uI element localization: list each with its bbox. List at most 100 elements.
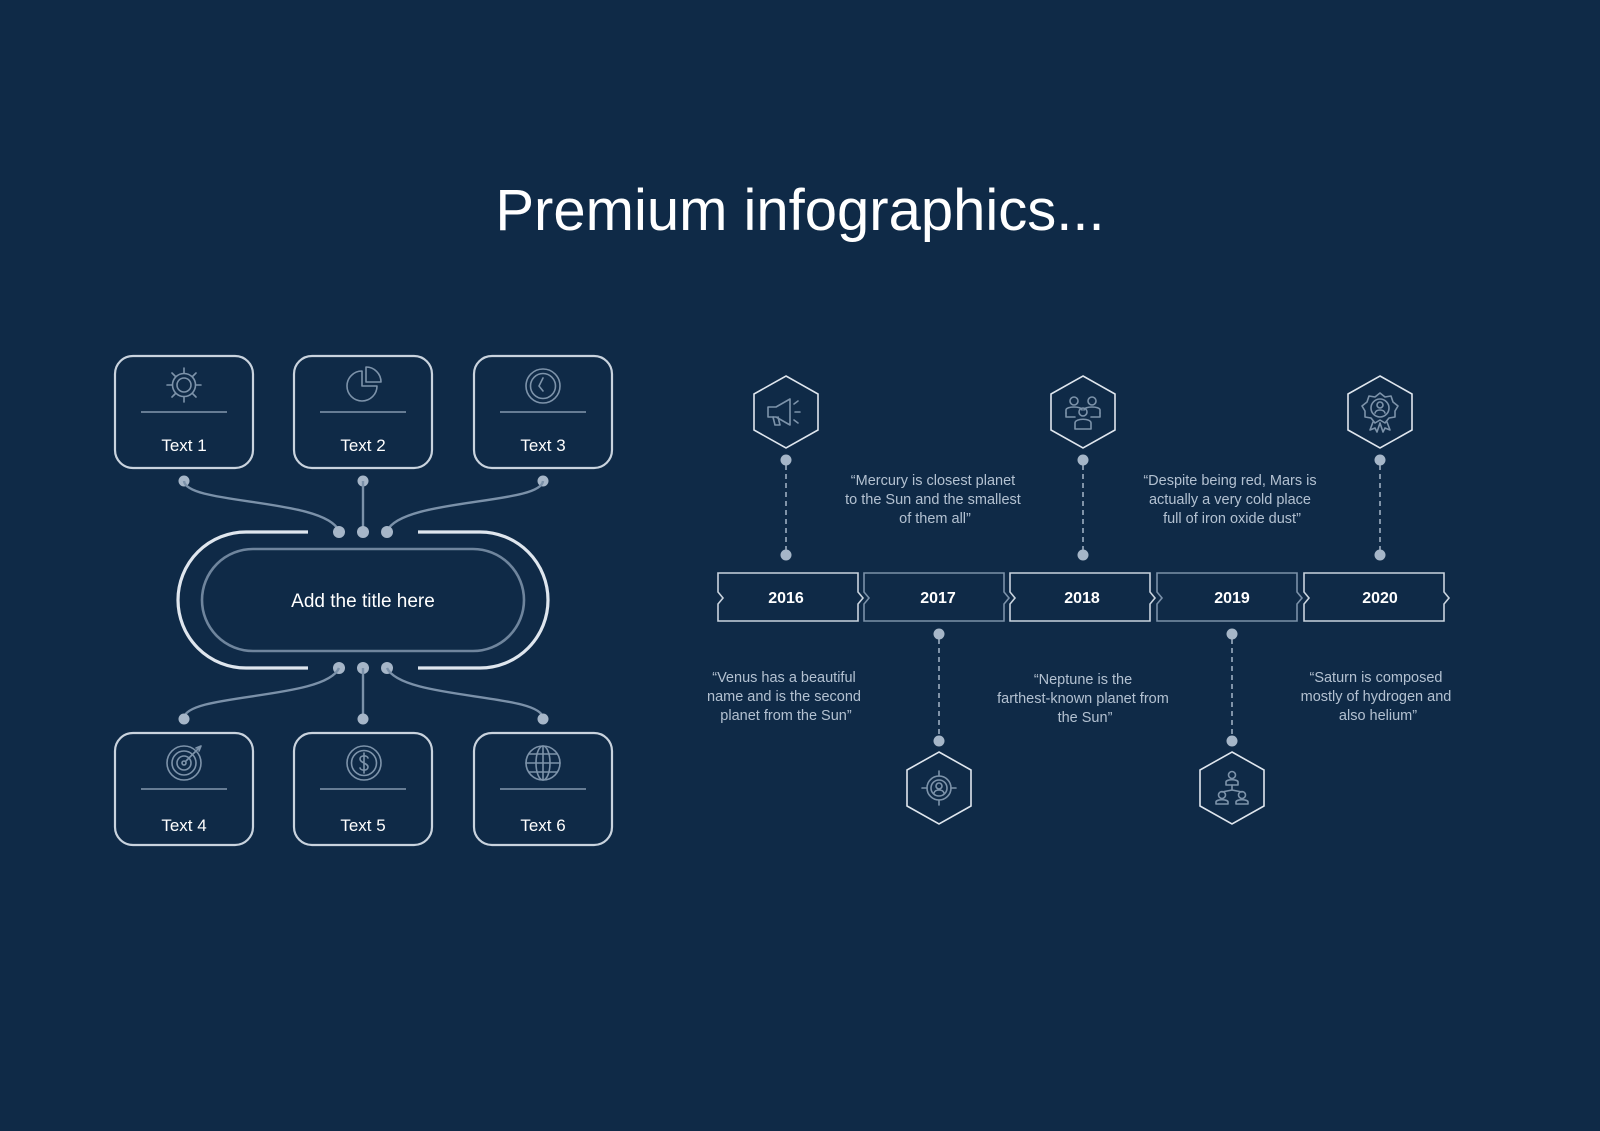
quote-line: “Despite being red, Mars is [1143, 473, 1316, 489]
year-tag-frame [1009, 572, 1157, 622]
hub-top-box-2: Text 2 [292, 354, 434, 470]
year-label: 2017 [920, 590, 956, 607]
target-icon [166, 745, 202, 781]
box-frame [292, 354, 434, 470]
quote-line: “Saturn is composed [1309, 670, 1442, 686]
center-outer-right [418, 530, 550, 670]
page-title: Premium infographics... [495, 178, 1104, 243]
quote-line: actually a very cold place [1149, 492, 1311, 508]
timeline-tag-2016: 2016 [717, 572, 865, 622]
connector-dot [357, 713, 369, 725]
connector-dot [780, 454, 792, 466]
milestone-quote: “Venus has a beautiful name and is the s… [707, 670, 865, 724]
clock-icon [525, 368, 561, 404]
connector-dot [1226, 628, 1238, 640]
connector-dot [1226, 735, 1238, 747]
milestone-2016: “Venus has a beautiful name and is the s… [707, 375, 865, 724]
hub-bottom-box-6: Text 6 [472, 731, 614, 847]
connector-dot [357, 526, 369, 538]
quote-line: “Mercury is closest planet [851, 473, 1015, 489]
year-label: 2016 [768, 590, 804, 607]
connector-line [385, 480, 545, 532]
connector-line [182, 667, 341, 719]
timeline-tag-2020: 2020 [1303, 572, 1451, 622]
milestone-quote: “Neptune is the farthest-known planet fr… [997, 672, 1173, 726]
year-tag-frame [1303, 572, 1451, 622]
box-label: Text 5 [340, 816, 385, 835]
hexagon-frame [753, 375, 819, 449]
quote-line: of them all” [899, 511, 971, 527]
box-label: Text 6 [520, 816, 565, 835]
hexagon-frame [1050, 375, 1116, 449]
dollar-coin-icon [346, 745, 382, 781]
hub-bottom-box-5: Text 5 [292, 731, 434, 847]
year-label: 2020 [1362, 590, 1398, 607]
year-label: 2018 [1064, 590, 1100, 607]
hub-bottom-connectors [178, 662, 549, 725]
hub-center: Add the title here [176, 530, 550, 670]
connector-dot [178, 713, 190, 725]
quote-line: “Neptune is the [1034, 672, 1132, 688]
year-tag-frame [863, 572, 1011, 622]
center-title: Add the title here [291, 591, 435, 612]
award-icon [1361, 392, 1399, 433]
hierarchy-icon [1215, 770, 1249, 805]
box-frame [113, 731, 255, 847]
connector-dot [1374, 549, 1386, 561]
milestone-2020: “Saturn is composed mostly of hydrogen a… [1301, 375, 1456, 724]
hub-top-box-3: Text 3 [472, 354, 614, 470]
timeline-tag-2019: 2019 [1156, 572, 1304, 622]
hub-bottom-box-4: Text 4 [113, 731, 255, 847]
connector-line [385, 667, 545, 719]
milestone-quote: “Mercury is closest planet to the Sun an… [845, 473, 1025, 527]
year-label: 2019 [1214, 590, 1250, 607]
center-outer-left [176, 530, 308, 670]
milestone-2018: “Neptune is the farthest-known planet fr… [997, 375, 1173, 726]
box-frame [472, 731, 614, 847]
quote-line: mostly of hydrogen and [1301, 689, 1452, 705]
timeline: 2016 2017 2018 2019 2020 [707, 375, 1456, 825]
connector-dot [537, 713, 549, 725]
box-frame [113, 354, 255, 470]
year-tag-frame [717, 572, 865, 622]
connector-line [182, 480, 341, 532]
year-tag-frame [1156, 572, 1304, 622]
hub-diagram: Text 1 Text 2 Text 3 [113, 354, 614, 847]
quote-line: farthest-known planet from [997, 691, 1169, 707]
timeline-tag-2018: 2018 [1009, 572, 1157, 622]
connector-dot [1077, 549, 1089, 561]
center-inner-pill [200, 547, 526, 653]
hexagon-frame [1347, 375, 1413, 449]
connector-dot [333, 526, 345, 538]
quote-line: full of iron oxide dust” [1163, 511, 1301, 527]
milestone-2019: “Despite being red, Mars is actually a v… [1143, 473, 1320, 825]
hexagon-frame [906, 751, 972, 825]
hexagon-frame [1199, 751, 1265, 825]
milestone-quote: “Saturn is composed mostly of hydrogen a… [1301, 670, 1456, 724]
box-frame [472, 354, 614, 470]
gear-icon [166, 367, 202, 403]
box-label: Text 2 [340, 436, 385, 455]
connector-dot [933, 628, 945, 640]
hub-top-connectors [178, 475, 549, 538]
connector-dot [381, 526, 393, 538]
quote-line: planet from the Sun” [720, 708, 852, 724]
quote-line: “Venus has a beautiful [712, 670, 856, 686]
quote-line: name and is the second [707, 689, 861, 705]
box-label: Text 4 [161, 816, 206, 835]
connector-dot [1077, 454, 1089, 466]
globe-icon [525, 745, 561, 781]
connector-dot [1374, 454, 1386, 466]
milestone-quote: “Despite being red, Mars is actually a v… [1143, 473, 1320, 527]
pie-chart-icon [346, 366, 382, 402]
connector-dot [780, 549, 792, 561]
quote-line: also helium” [1339, 708, 1417, 724]
hub-top-box-1: Text 1 [113, 354, 255, 470]
milestone-2017: “Mercury is closest planet to the Sun an… [845, 473, 1025, 825]
user-target-icon [921, 770, 957, 806]
quote-line: the Sun” [1058, 710, 1113, 726]
box-label: Text 1 [161, 436, 206, 455]
connector-dot [933, 735, 945, 747]
box-frame [292, 731, 434, 847]
